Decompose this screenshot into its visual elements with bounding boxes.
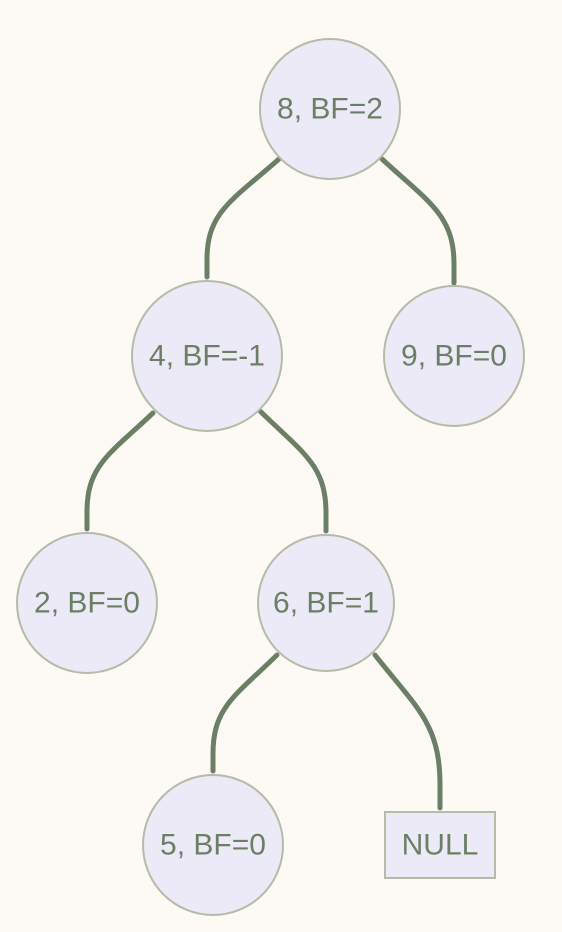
node-circle <box>131 280 283 432</box>
tree-node-nnull: NULL <box>384 811 496 879</box>
edge-n8-n4 <box>204 156 282 280</box>
tree-node-n4: 4, BF=-1 <box>131 280 283 432</box>
node-label: 2, BF=0 <box>34 587 140 620</box>
node-circle <box>259 38 401 180</box>
edge-n6-n5 <box>210 652 280 774</box>
node-circle <box>257 534 395 672</box>
tree-node-n6: 6, BF=1 <box>257 534 395 672</box>
edge-n6-nnull <box>372 652 443 811</box>
edge-n4-n6 <box>257 408 329 534</box>
null-leaf-box <box>384 811 496 879</box>
node-label: NULL <box>402 829 479 862</box>
nodes-layer: 8, BF=2 4, BF=-1 9, BF=0 2, BF=0 6, BF=1 5, B… <box>16 38 525 916</box>
edge-n4-n2 <box>84 410 156 532</box>
node-circle <box>383 285 525 427</box>
edge-n8-n9 <box>379 156 457 286</box>
node-label: 9, BF=0 <box>401 340 507 373</box>
node-label: 4, BF=-1 <box>149 340 265 373</box>
tree-node-n2: 2, BF=0 <box>16 532 158 674</box>
tree-node-n9: 9, BF=0 <box>383 285 525 427</box>
node-circle <box>142 774 284 916</box>
node-label: 8, BF=2 <box>277 93 383 126</box>
edges-layer <box>84 156 457 811</box>
node-circle <box>16 532 158 674</box>
node-label: 5, BF=0 <box>160 829 266 862</box>
tree-node-n8: 8, BF=2 <box>259 38 401 180</box>
node-label: 6, BF=1 <box>273 587 379 620</box>
tree-node-n5: 5, BF=0 <box>142 774 284 916</box>
